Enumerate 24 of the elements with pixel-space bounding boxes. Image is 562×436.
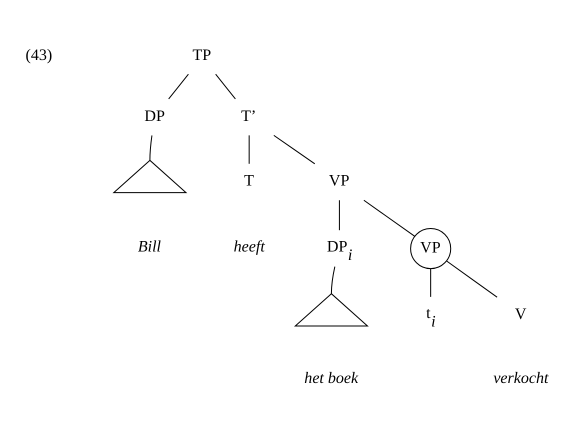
connector <box>364 200 416 237</box>
node-triangle <box>294 293 369 327</box>
node-text: VP <box>328 172 350 190</box>
connector <box>149 135 152 160</box>
connector <box>446 260 498 298</box>
connector <box>168 74 189 100</box>
node-text: T <box>244 172 254 190</box>
connector <box>330 266 336 294</box>
node-label: het boek <box>304 370 358 387</box>
node-text: V <box>514 306 526 324</box>
connector <box>274 134 316 164</box>
connector <box>338 200 340 230</box>
connector <box>215 74 236 100</box>
node-label: heeft <box>234 238 265 256</box>
node-text: DP <box>144 108 165 126</box>
node-label: verkocht <box>493 370 549 387</box>
node-text: T’ <box>241 108 256 126</box>
node-triangle <box>112 160 188 194</box>
connector <box>430 268 432 297</box>
node-circle: VP <box>410 228 452 270</box>
node-text: TP <box>192 46 212 64</box>
label: (43) <box>26 46 52 64</box>
node-label: Bill <box>138 238 162 256</box>
connector <box>248 135 250 164</box>
